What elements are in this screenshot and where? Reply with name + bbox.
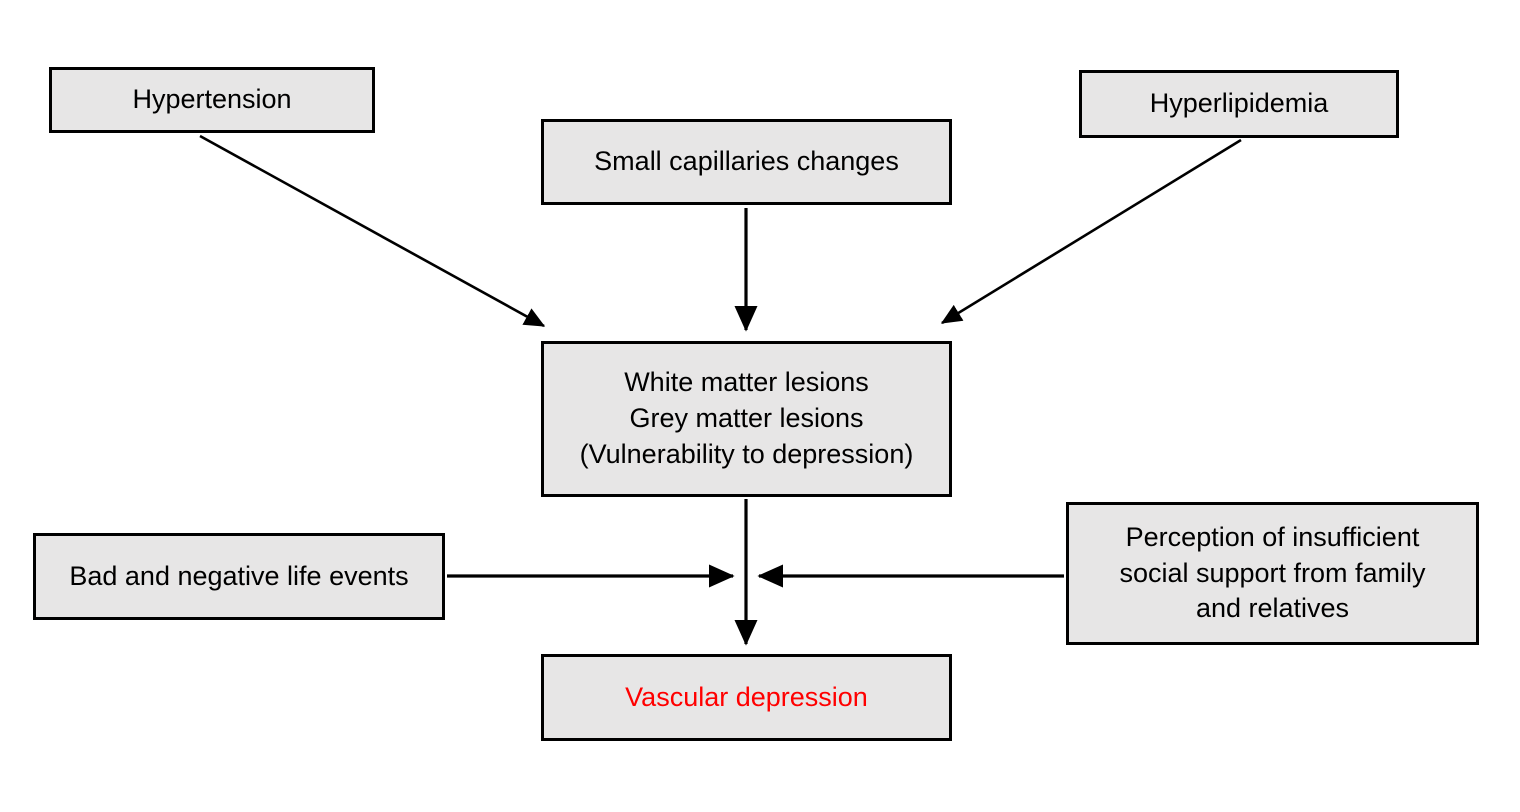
node-insufficient-social-support[interactable]: Perception of insufficient social suppor…	[1066, 502, 1479, 645]
edge-hypertension-to-lesions	[199, 134, 546, 328]
node-bad-and-negative-life-events-label: Bad and negative life events	[69, 560, 409, 591]
edge-hyperlipidemia-to-lesions	[940, 138, 1242, 325]
node-insufficient-social-support-label: Perception of insufficient social suppor…	[1119, 521, 1426, 624]
node-matter-lesions-label: White matter lesions Grey matter lesions…	[579, 367, 914, 469]
node-bad-and-negative-life-events[interactable]: Bad and negative life events	[33, 533, 445, 620]
node-matter-lesions[interactable]: White matter lesions Grey matter lesions…	[541, 341, 952, 497]
node-hypertension[interactable]: Hypertension	[49, 67, 375, 133]
node-small-capillaries-changes[interactable]: Small capillaries changes	[541, 119, 952, 205]
node-vascular-depression-label: Vascular depression	[625, 681, 868, 712]
node-small-capillaries-changes-label: Small capillaries changes	[594, 146, 899, 177]
node-vascular-depression[interactable]: Vascular depression	[541, 654, 952, 741]
node-hypertension-label: Hypertension	[132, 84, 292, 115]
node-hyperlipidemia-label: Hyperlipidemia	[1149, 88, 1329, 119]
node-hyperlipidemia[interactable]: Hyperlipidemia	[1079, 70, 1399, 138]
